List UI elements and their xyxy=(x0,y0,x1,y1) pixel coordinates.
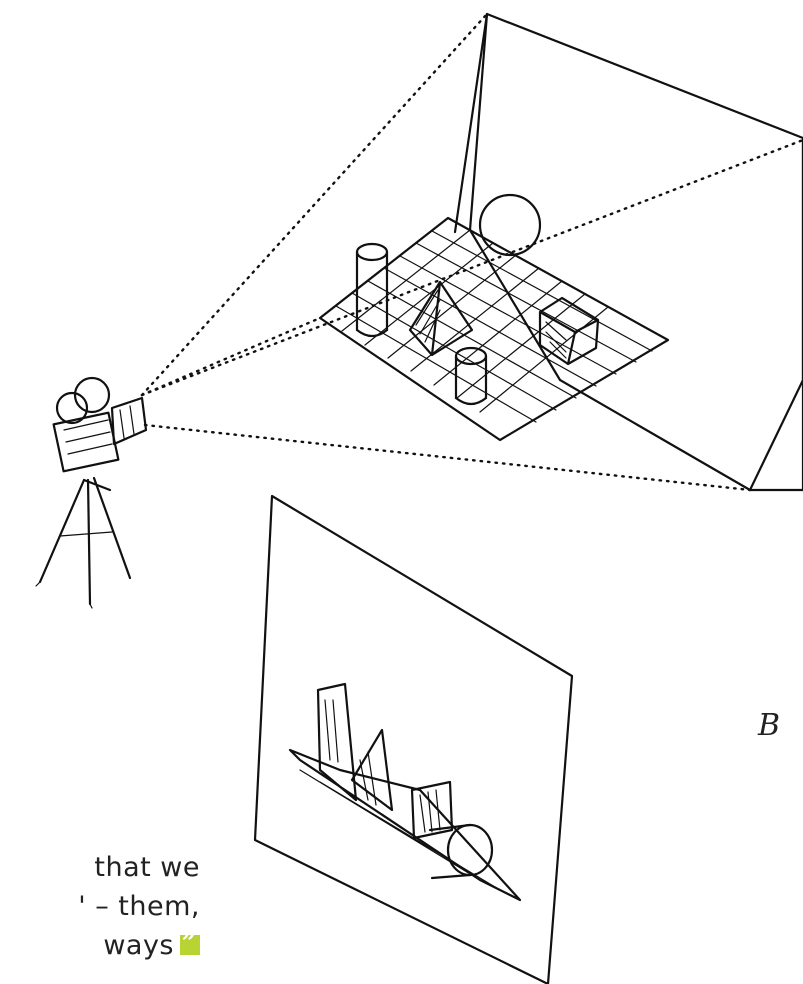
quote-line-3-text: ways xyxy=(103,930,174,961)
projected-image xyxy=(255,496,572,984)
artist-signature: B xyxy=(758,708,780,743)
quote-line-1: that we xyxy=(0,848,200,887)
quote-line-3: ways ” xyxy=(0,926,200,965)
film-camera xyxy=(36,378,146,608)
projection-rays xyxy=(142,14,803,490)
closing-quote-icon: ” xyxy=(180,935,200,955)
sphere xyxy=(480,195,540,255)
pull-quote: that we ' – them, ways ” xyxy=(0,848,200,965)
quote-line-2: ' – them, xyxy=(0,887,200,926)
scene-objects xyxy=(357,195,598,404)
cube xyxy=(540,298,598,364)
cylinder-tall xyxy=(357,244,387,336)
